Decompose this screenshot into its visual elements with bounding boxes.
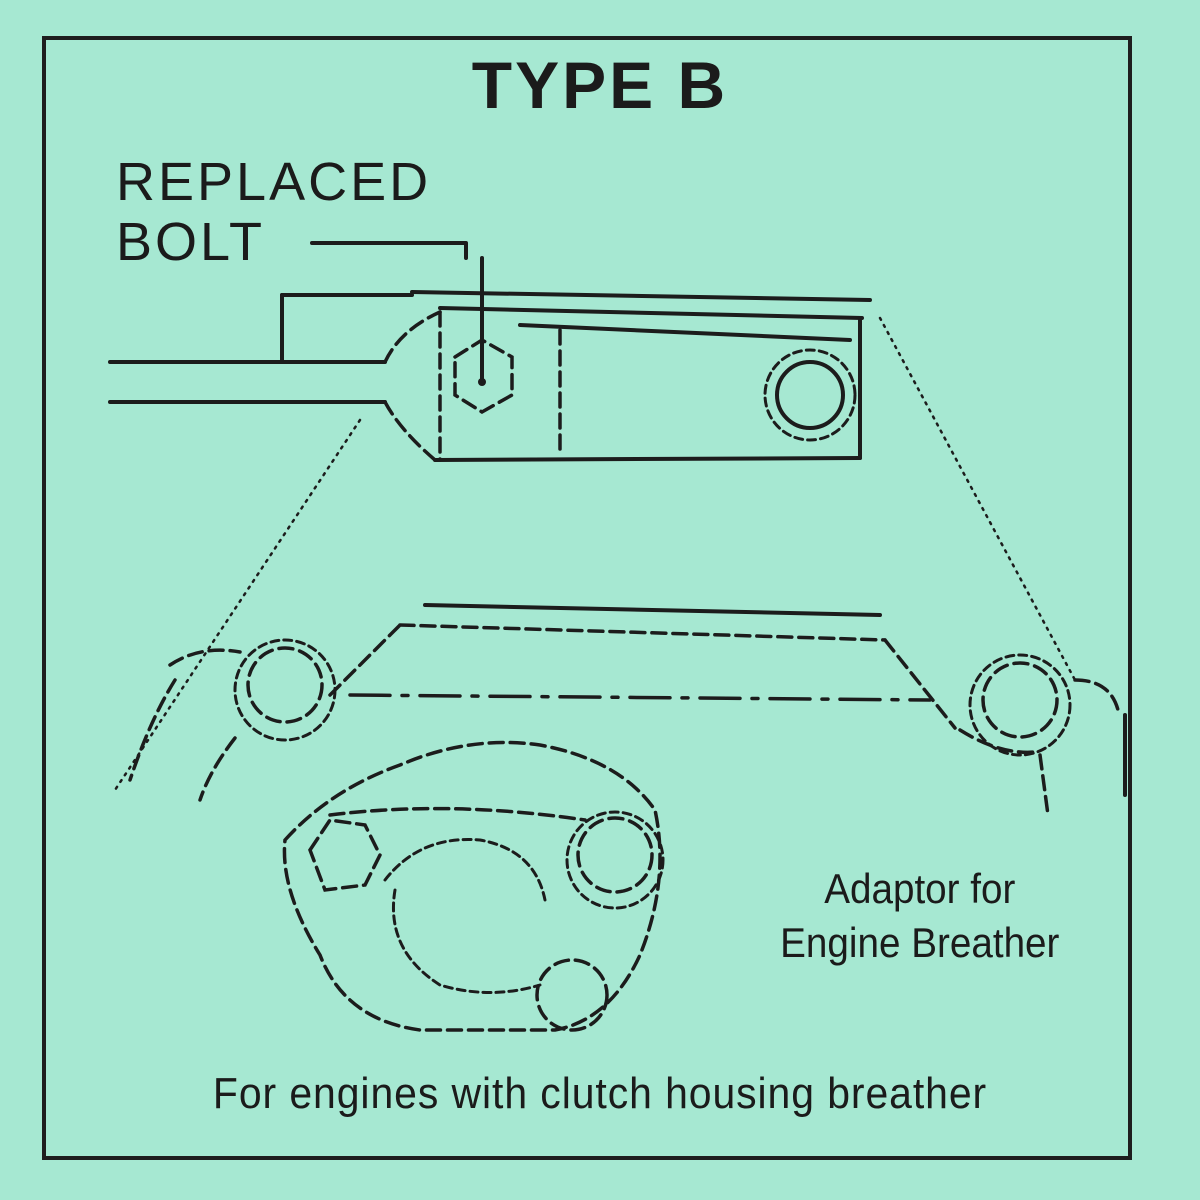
replaced-bolt-label-line2: BOLT (116, 212, 266, 272)
adaptor-plate-top (108, 290, 872, 462)
adaptor-label: Adaptor for Engine Breather (745, 862, 1095, 970)
engine-housing (128, 603, 1127, 817)
adaptor-label-line2: Engine Breather (780, 919, 1060, 966)
adaptor-label-line1: Adaptor for (824, 865, 1016, 912)
replaced-bolt-label-line1: REPLACED (116, 152, 432, 212)
bolt-head-replaced (453, 337, 514, 415)
housing-bolt-left (233, 638, 337, 742)
bolt-hole-top-right (763, 348, 857, 442)
bolt-leader-line (310, 241, 486, 386)
diagram-caption: For engines with clutch housing breather (212, 1069, 988, 1118)
breather-adaptor-flange (282, 740, 665, 1032)
diagram-title: TYPE B (471, 48, 729, 122)
diagram-frame (42, 36, 1132, 1160)
replaced-bolt-label: REPLACED BOLT (116, 152, 431, 272)
housing-bolt-right (968, 653, 1072, 757)
projection-lines (113, 316, 1077, 792)
